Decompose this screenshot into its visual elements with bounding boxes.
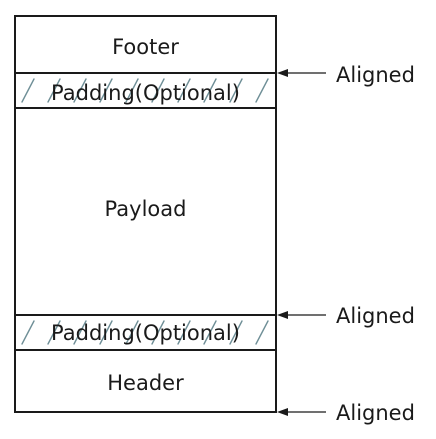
- payload-label: Payload: [105, 197, 187, 221]
- padding-top-label: Padding(Optional): [51, 81, 240, 105]
- hatch-stroke: [47, 78, 61, 103]
- padding-bottom-hatch: [21, 320, 269, 345]
- hatch-stroke: [73, 320, 87, 345]
- hatch-stroke: [73, 78, 87, 103]
- aligned-label-top: Aligned: [336, 63, 415, 87]
- hatch-stroke: [229, 78, 243, 103]
- padding-top-hatch: [21, 78, 269, 103]
- arrow-head-icon: [277, 311, 288, 319]
- hatch-stroke: [255, 78, 269, 103]
- hatch-stroke: [177, 320, 191, 345]
- hatch-stroke: [99, 78, 113, 103]
- arrow-head-icon: [277, 69, 288, 77]
- hatch-stroke: [151, 320, 165, 345]
- aligned-arrow-bottom: [277, 408, 326, 416]
- header-label: Header: [107, 371, 184, 395]
- hatch-stroke: [47, 320, 61, 345]
- hatch-stroke: [177, 78, 191, 103]
- layout-frame: [14, 15, 277, 413]
- hatch-stroke: [125, 78, 139, 103]
- hatch-stroke: [21, 320, 35, 345]
- hatch-stroke: [125, 320, 139, 345]
- hatch-stroke: [229, 320, 243, 345]
- hatch-stroke: [21, 78, 35, 103]
- aligned-label-bottom: Aligned: [336, 401, 415, 425]
- arrow-head-icon: [277, 408, 288, 416]
- hatch-stroke: [203, 320, 217, 345]
- padding-bottom-label: Padding(Optional): [51, 321, 240, 345]
- hatch-stroke: [203, 78, 217, 103]
- hatch-stroke: [255, 320, 269, 345]
- footer-label: Footer: [112, 35, 179, 59]
- hatch-stroke: [99, 320, 113, 345]
- aligned-arrow-middle: [277, 311, 326, 319]
- hatch-stroke: [151, 78, 165, 103]
- aligned-label-middle: Aligned: [336, 304, 415, 328]
- aligned-arrow-top: [277, 69, 326, 77]
